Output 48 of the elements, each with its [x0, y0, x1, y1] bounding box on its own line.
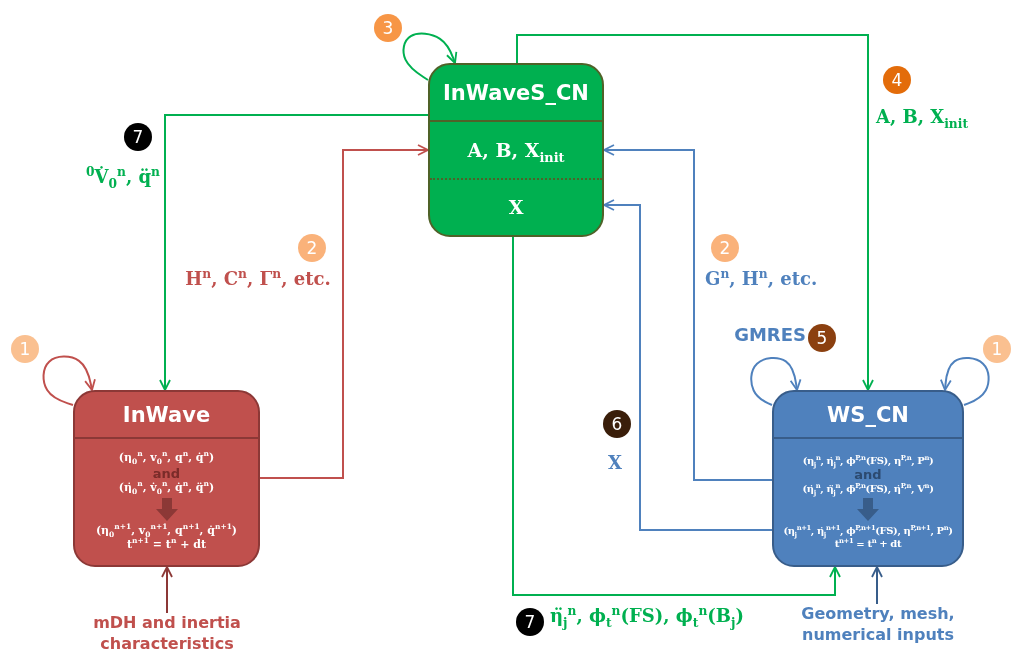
- state-vector-text: (η$_{0}$$^{n}$, v$_{0}$$^{n}$, q$^{n}$, q̇$^{n}$): [118, 450, 215, 466]
- step-number: 4: [883, 66, 911, 94]
- step-number: 6: [603, 410, 631, 438]
- edge-label: GMRES: [734, 324, 806, 345]
- step-number: 5: [808, 324, 836, 352]
- loop-arrow: [750, 356, 802, 406]
- input-text: Geometry, mesh, numerical inputs: [792, 604, 964, 658]
- loop-arrow: [402, 32, 458, 81]
- step-number: 1: [983, 335, 1011, 363]
- edge-label: H$^{n}$, C$^{n}$, Γ$^{n}$, etc.: [185, 268, 331, 289]
- step-number: 7: [516, 608, 544, 636]
- step-number: 3: [374, 14, 402, 42]
- variable-text: X: [508, 196, 524, 219]
- loop-arrow: [42, 355, 96, 406]
- state-vector-text: (η$_{0}$$^{n+1}$, v$_{0}$$^{n+1}$, q$^{n+1}$, q̇$^{n+1}$): [95, 523, 238, 539]
- process-box: [772, 390, 964, 567]
- state-vector-text: t$^{n+1}$ = t$^{n}$ + dt: [126, 538, 206, 554]
- state-vector-text: t$^{n+1}$ = t$^{n}$ + dt: [834, 537, 902, 551]
- step-number: 7: [124, 123, 152, 151]
- arrow: [161, 566, 173, 614]
- step-number: 2: [711, 234, 739, 262]
- edge-label: $^{0}$V̇$_{0}$$^{n}$, q̈$^{n}$: [86, 166, 160, 187]
- arrow: [512, 236, 841, 596]
- arrow: [603, 199, 773, 531]
- box-title: WS_CN: [774, 392, 962, 439]
- step-number: 2: [298, 234, 326, 262]
- arrow: [159, 114, 429, 391]
- arrow: [259, 144, 429, 479]
- step-number: 1: [11, 335, 39, 363]
- variable-text: A, B, X$_{init}$: [467, 138, 565, 161]
- arrow: [871, 566, 883, 605]
- input-text: mDH and inertia characteristics: [72, 613, 262, 659]
- arrow: [516, 34, 874, 391]
- box-title: InWave: [75, 392, 258, 439]
- process-box: [73, 390, 260, 567]
- box-title: InWaveS_CN: [430, 65, 602, 122]
- process-box: [428, 63, 604, 237]
- edge-label: A, B, X$_{init}$: [876, 106, 969, 127]
- edge-label: X: [608, 452, 622, 473]
- state-vector-text: (η̇$_{0}$$^{n}$, v̇$_{0}$$^{n}$, q̇$^{n}$, q̈$^{n}$): [118, 480, 215, 496]
- arrow: [603, 144, 773, 481]
- connector-word: and: [854, 467, 882, 482]
- state-vector-text: (η$_{j}$$^{n}$, η̇$_{j}$$^{n}$, ϕ$^{P,n}$(FS), η$^{P,n}$, P$^{n}$): [802, 453, 934, 467]
- edge-label: G$^{n}$, H$^{n}$, etc.: [705, 268, 818, 289]
- state-vector-text: (η̇$_{j}$$^{n}$, η̈$_{j}$$^{n}$, ϕ̇$^{P,n}$(FS), η̇$^{P,n}$, V$^{n}$): [802, 482, 934, 496]
- state-vector-text: (η$_{j}$$^{n+1}$, η̇$_{j}$$^{n+1}$, ϕ$^{P,n+1}$(FS), η$^{P,n+1}$, P$^{n}$): [783, 523, 953, 537]
- connector-word: and: [152, 465, 181, 481]
- loop-arrow: [939, 356, 990, 406]
